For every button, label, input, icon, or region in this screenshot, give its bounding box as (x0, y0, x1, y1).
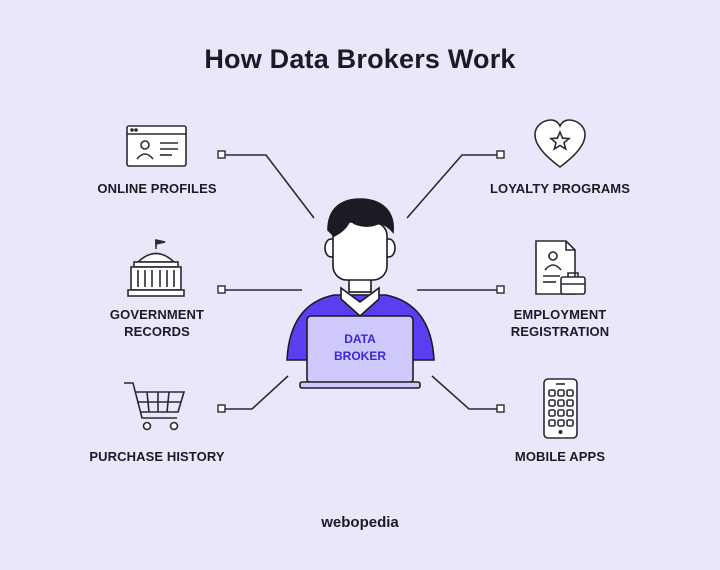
center-label-line-1: DATA (344, 332, 376, 346)
label-employment-registration: EMPLOYMENT REGISTRATION (473, 306, 647, 340)
data-broker-person-icon (286, 198, 435, 389)
page-title: How Data Brokers Work (204, 44, 516, 74)
label-employment-registration-line-1: EMPLOYMENT (513, 307, 607, 322)
connector-online-profiles (222, 154, 315, 219)
label-government-records-line-2: RECORDS (124, 324, 190, 339)
label-loyalty-programs: LOYALTY PROGRAMS (489, 181, 631, 196)
connector-end-squares (217, 150, 505, 413)
connector-loyalty-programs (406, 154, 501, 219)
connectors (222, 154, 501, 410)
smartphone-icon (543, 378, 578, 439)
government-building-icon (127, 239, 185, 297)
shopping-cart-icon (124, 382, 186, 431)
heart-star-icon (534, 119, 586, 168)
label-online-profiles: ONLINE PROFILES (97, 181, 217, 196)
id-card-icon (126, 125, 187, 167)
brand-logo: webopedia (321, 514, 399, 531)
label-government-records-line-1: GOVERNMENT (109, 307, 205, 322)
connector-purchase-history (222, 375, 289, 410)
label-mobile-apps: MOBILE APPS (514, 449, 606, 464)
label-purchase-history: PURCHASE HISTORY (89, 449, 225, 464)
label-employment-registration-line-2: REGISTRATION (510, 324, 610, 339)
label-government-records: GOVERNMENT RECORDS (70, 306, 244, 340)
employment-document-icon (535, 240, 586, 295)
center-label-line-2: BROKER (334, 349, 386, 363)
connector-mobile-apps (431, 375, 501, 410)
